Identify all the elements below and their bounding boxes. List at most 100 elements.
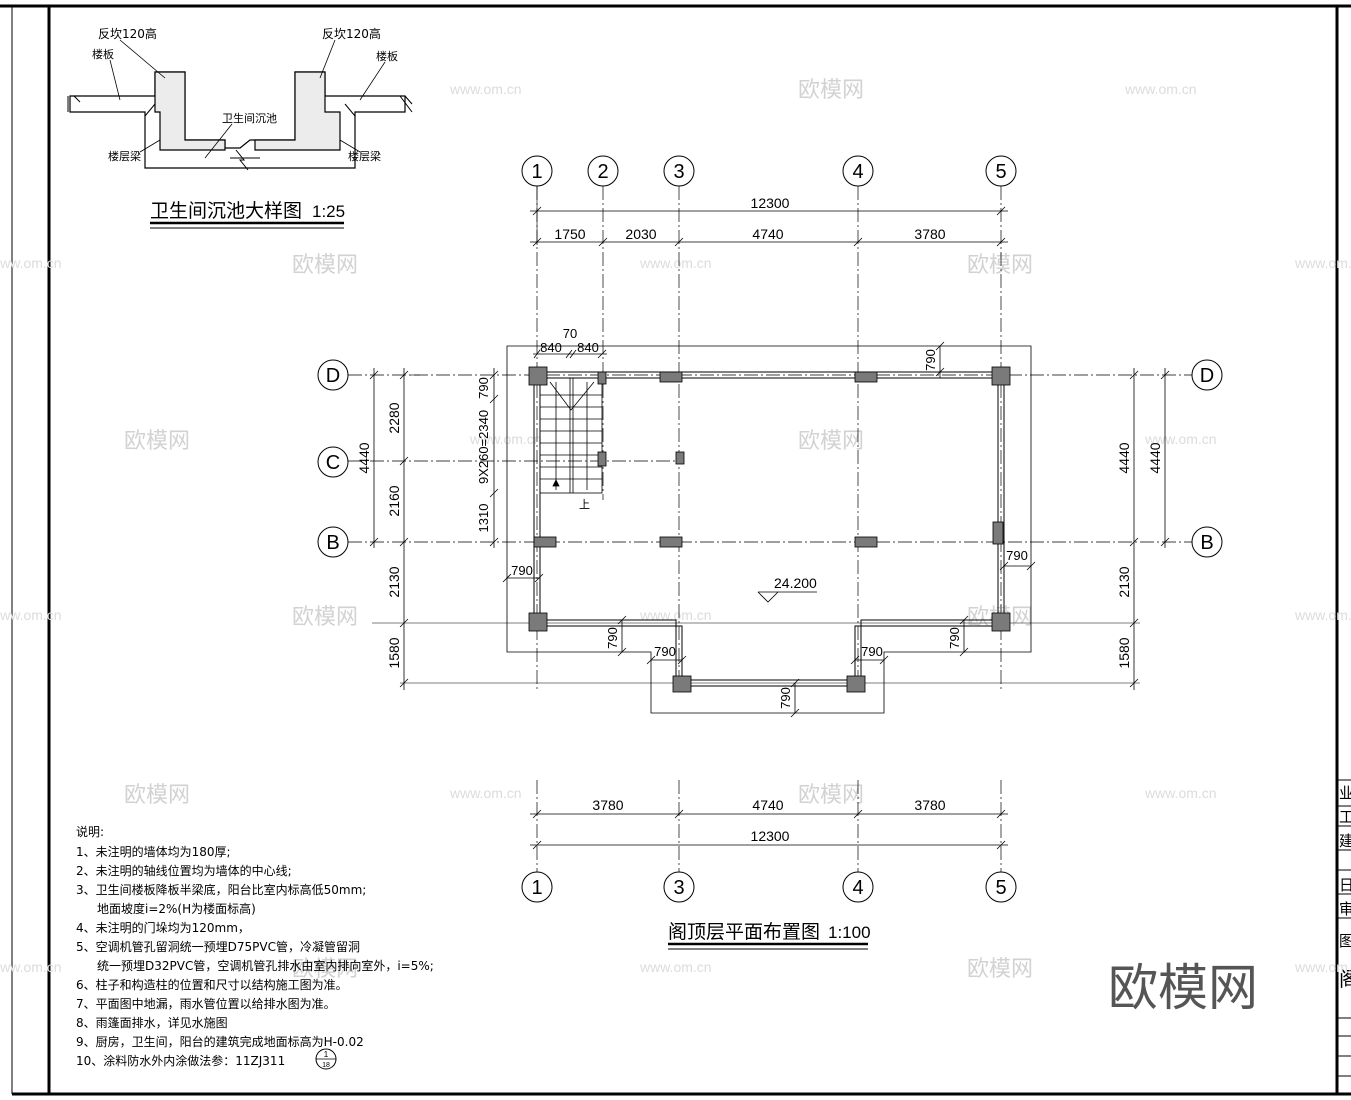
detail-label-slab: 楼板 bbox=[376, 49, 398, 63]
dim-stair-bottom: 1310 bbox=[476, 504, 491, 533]
detail-label-upturn: 反坎120高 bbox=[322, 26, 381, 41]
url-watermark: www.om.cn bbox=[639, 255, 712, 271]
dim-overhang: 790 bbox=[947, 627, 962, 649]
note-item: 3、卫生间楼板降板半梁底，阳台比室内标高低50mm; bbox=[76, 882, 366, 897]
dim-top-total: 12300 bbox=[751, 195, 790, 211]
titleblock-char: 工 bbox=[1339, 808, 1351, 826]
detail-label-beam: 楼层梁 bbox=[108, 149, 141, 163]
notes-heading: 说明: bbox=[76, 824, 104, 839]
columns bbox=[528, 366, 1011, 693]
axis-bubbles bbox=[317, 155, 1223, 903]
dim-top: 3780 bbox=[914, 226, 945, 242]
plan-scale: 1:100 bbox=[828, 923, 871, 942]
elevation-value: 24.200 bbox=[774, 575, 817, 591]
note-item: 统一预埋D32PVC管，空调机管孔排水由室内排向室外，i=5%; bbox=[97, 958, 434, 973]
dim-stair-top: 790 bbox=[476, 377, 491, 399]
url-watermark: www.om.cn bbox=[0, 607, 62, 623]
dim-left: 2160 bbox=[386, 485, 402, 516]
note-item: 1、未注明的墙体均为180厚; bbox=[76, 844, 231, 859]
dim-top: 1750 bbox=[554, 226, 585, 242]
dim-right: 1580 bbox=[1116, 637, 1132, 668]
dim-overhang: 790 bbox=[511, 563, 533, 578]
notes: 说明: 1、未注明的墙体均为180厚; 2、未注明的轴线位置均为墙体的中心线; … bbox=[76, 824, 434, 1070]
axis-label: 5 bbox=[995, 161, 1006, 183]
dim-bottom: 3780 bbox=[914, 797, 945, 813]
brand-watermark: 欧模网 bbox=[1108, 959, 1258, 1017]
note-item: 6、柱子和构造柱的位置和尺寸以结构施工图为准。 bbox=[76, 977, 348, 992]
axis-label: 1 bbox=[531, 877, 542, 899]
right-dimensions bbox=[1129, 368, 1170, 690]
titleblock-chars: 业 工 建 日 审 图 阁 bbox=[1339, 784, 1351, 991]
dim-left-total: 4440 bbox=[356, 442, 372, 473]
dim-overhang: 790 bbox=[1006, 548, 1028, 563]
url-watermark: www.om.cn bbox=[639, 607, 712, 623]
dim-stair-width: 70 bbox=[563, 326, 577, 341]
elevation-mark bbox=[757, 591, 817, 603]
detail-label-slab: 楼板 bbox=[92, 47, 114, 61]
url-watermark: www.om.cn bbox=[1144, 431, 1217, 447]
axis-label: 1 bbox=[531, 161, 542, 183]
note-item: 10、涂料防水外内涂做法参：11ZJ311 bbox=[76, 1053, 285, 1068]
dim-right-total: 4440 bbox=[1147, 442, 1163, 473]
dim-right-total: 4440 bbox=[1116, 442, 1132, 473]
plan-title: 阁顶层平面布置图 bbox=[668, 921, 820, 943]
dim-overhang: 790 bbox=[778, 687, 793, 709]
detail-label-beam: 楼层梁 bbox=[348, 149, 381, 163]
watermark: 欧模网 bbox=[124, 783, 190, 808]
note-item: 4、未注明的门垛均为120mm， bbox=[76, 920, 250, 935]
dim-top: 2030 bbox=[625, 226, 656, 242]
dim-stair-width: 840 bbox=[577, 340, 599, 355]
axis-label: D bbox=[1200, 365, 1214, 387]
detail-label-upturn: 反坎120高 bbox=[98, 26, 157, 41]
watermark: 欧模网 bbox=[967, 957, 1033, 982]
detail-label-sink: 卫生间沉池 bbox=[222, 111, 277, 125]
watermark: 欧模网 bbox=[124, 429, 190, 454]
detail-title: 卫生间沉池大样图 bbox=[150, 200, 302, 222]
dim-bottom: 4740 bbox=[752, 797, 783, 813]
url-watermark: www.om.cn bbox=[1294, 959, 1351, 975]
axis-label: 4 bbox=[852, 877, 863, 899]
dim-overhang: 790 bbox=[923, 349, 938, 371]
note-item: 2、未注明的轴线位置均为墙体的中心线; bbox=[76, 863, 292, 878]
note-item: 8、雨篷面排水，详见水施图 bbox=[76, 1015, 228, 1030]
axis-label: 4 bbox=[852, 161, 863, 183]
dim-bottom-total: 12300 bbox=[751, 828, 790, 844]
titleblock-char: 业 bbox=[1339, 784, 1351, 802]
titleblock-char: 阁 bbox=[1339, 967, 1351, 991]
dim-overhang: 790 bbox=[654, 644, 676, 659]
dim-top: 4740 bbox=[752, 226, 783, 242]
dim-bottom: 3780 bbox=[592, 797, 623, 813]
stair bbox=[539, 377, 603, 494]
note-item: 地面坡度i=2%(H为楼面标高) bbox=[97, 901, 256, 916]
watermark: 欧模网 bbox=[798, 429, 864, 454]
note-item: 7、平面图中地漏，雨水管位置以给排水图为准。 bbox=[76, 996, 336, 1011]
url-watermark: www.om.cn bbox=[0, 959, 62, 975]
url-watermark: www.om.cn bbox=[469, 431, 542, 447]
dim-overhang: 790 bbox=[605, 627, 620, 649]
axis-label: 5 bbox=[995, 877, 1006, 899]
detail-ref-sheet: 18 bbox=[322, 1062, 330, 1069]
detail-reference-symbol: 1 18 bbox=[315, 1048, 337, 1070]
titleblock-char: 图 bbox=[1339, 932, 1351, 950]
dim-stair-width: 840 bbox=[540, 340, 562, 355]
url-watermarks: www.om.cn www.om.cn www.om.cn www.om.cn … bbox=[0, 81, 1351, 975]
left-dimensions bbox=[369, 368, 499, 690]
axis-label: B bbox=[1200, 532, 1213, 554]
axis-label: B bbox=[326, 532, 339, 554]
url-watermark: www.om.cn bbox=[1124, 81, 1197, 97]
url-watermark: www.om.cn bbox=[639, 959, 712, 975]
dim-overhang: 790 bbox=[861, 644, 883, 659]
titleblock-char: 建 bbox=[1339, 832, 1351, 850]
watermark: 欧模网 bbox=[292, 605, 358, 630]
axis-label: 3 bbox=[673, 161, 684, 183]
watermark: 欧模网 bbox=[798, 783, 864, 808]
note-item: 9、厨房，卫生间，阳台的建筑完成地面标高为H-0.02 bbox=[76, 1034, 364, 1049]
url-watermark: www.om.cn bbox=[1294, 607, 1351, 623]
dim-left: 2130 bbox=[386, 566, 402, 597]
sink-detail: 反坎120高 反坎120高 楼板 楼板 卫生间沉池 楼层梁 楼层梁 卫生间沉池大… bbox=[67, 26, 413, 229]
stair-up-label: 上 bbox=[579, 498, 590, 511]
axis-label: 2 bbox=[597, 161, 608, 183]
watermark: 欧模网 bbox=[967, 253, 1033, 278]
note-item: 5、空调机管孔留洞统一预埋D75PVC管，冷凝管留洞 bbox=[76, 939, 360, 954]
